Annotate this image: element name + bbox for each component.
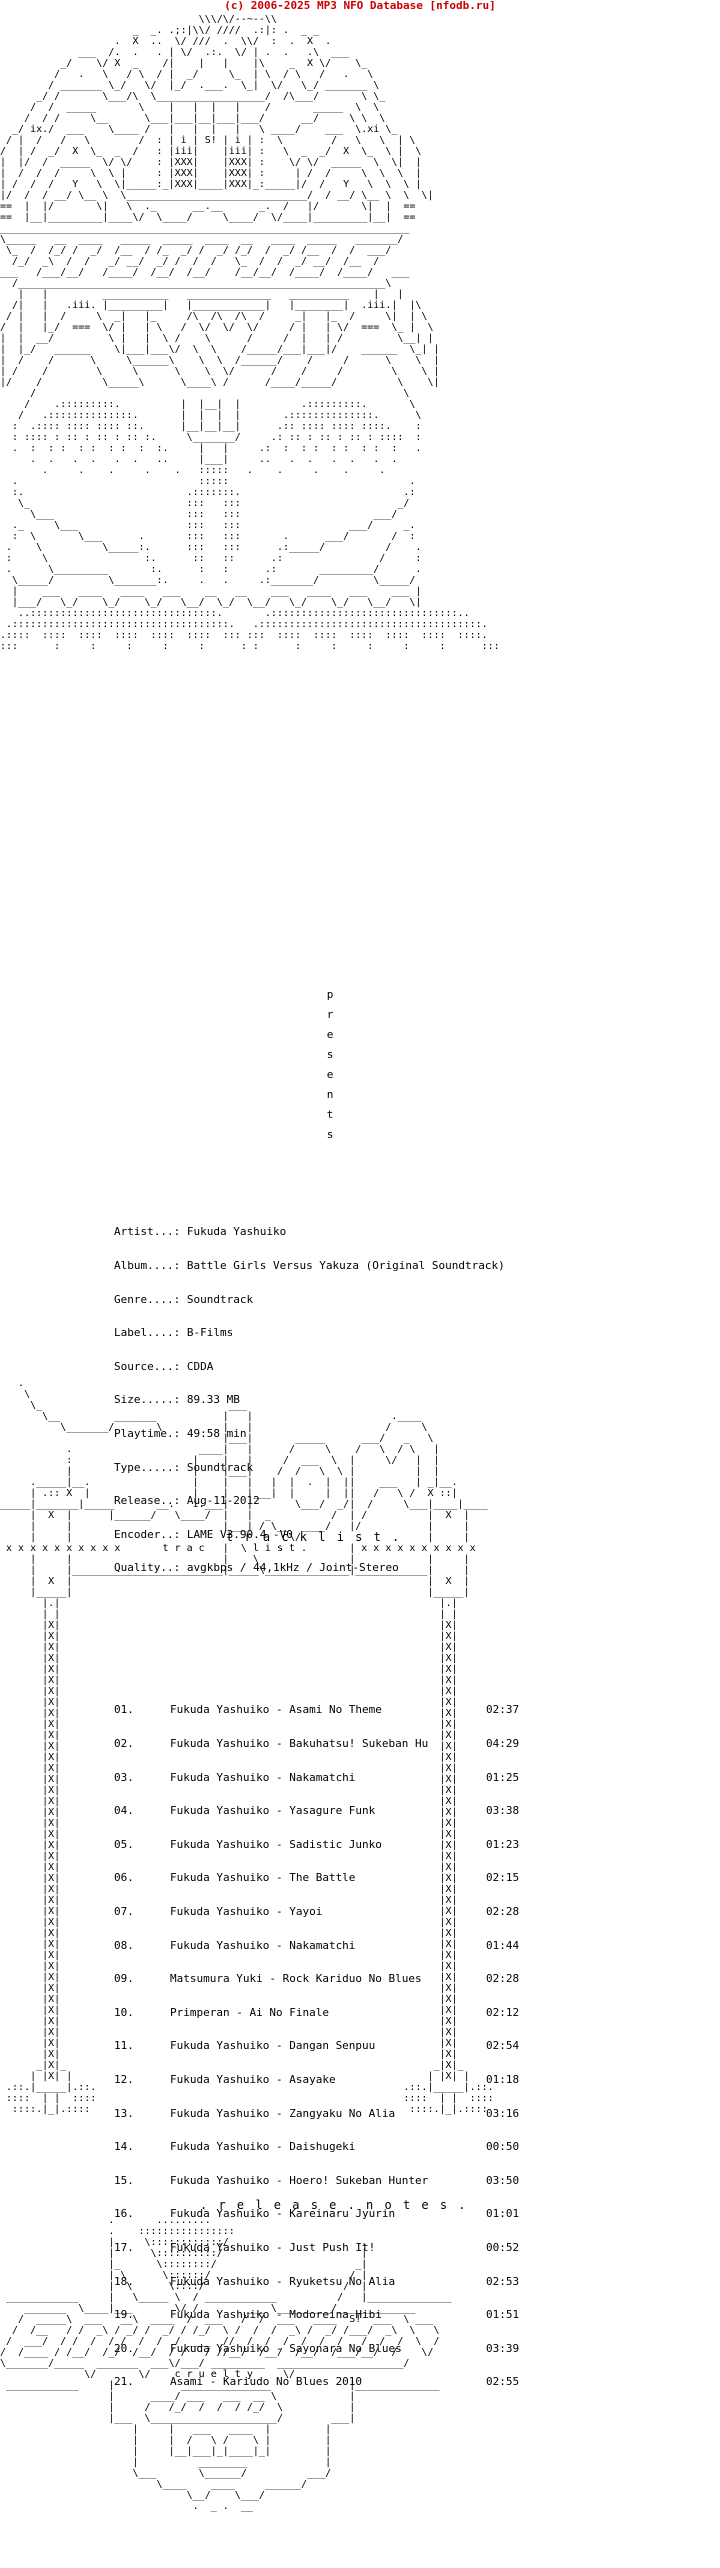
track-row: 09.Matsumura Yuki - Rock Kariduo No Blue…	[114, 1972, 520, 1986]
presents-letter: p	[326, 988, 334, 1001]
presents-letter: s	[326, 1128, 334, 1141]
ascii-art-tracklist-frame: . \ \_ ___ \__ _______ | | .____ \______…	[0, 1378, 494, 2115]
presents-vertical: p r e s e n t s	[325, 985, 335, 1145]
ascii-art-footer: . ......... . :::::::::::::::: | \::::::…	[0, 2215, 452, 2512]
info-row-playtime: Playtime.: 49:58 min	[114, 1426, 247, 1440]
presents-letter: s	[326, 1048, 334, 1061]
presents-letter: e	[326, 1068, 334, 1081]
info-row-encoder: Encoder..: LAME V3.90.4 -V0	[114, 1527, 293, 1541]
track-row: 17.Fukuda Yashuiko - Just Push It!00:52	[114, 2240, 520, 2254]
presents-letter: r	[326, 1008, 334, 1021]
track-row: 15.Fukuda Yashuiko - Hoero! Sukeban Hunt…	[114, 2173, 520, 2187]
info-row-label: Label....: B-Films	[114, 1326, 234, 1340]
info-row-type: Type.....: Soundtrack	[114, 1460, 254, 1474]
track-row: 02.Fukuda Yashuiko - Bakuhatsu! Sukeban …	[114, 1737, 520, 1750]
info-row-album: Album....: Battle Girls Versus Yakuza (O…	[114, 1259, 505, 1272]
presents-letter: t	[326, 1108, 334, 1121]
tracklist-label: t r a c k l i s t .	[226, 1530, 402, 1544]
info-row-artist: Artist...: Fukuda Yashuiko	[114, 1225, 287, 1239]
ascii-art-header: \\\/\/--~--\\ _ _. .;:|\\/ //// .:|: . _…	[0, 14, 500, 652]
info-row-release: Release..: Aug-11-2012	[114, 1494, 260, 1508]
presents-letter: n	[326, 1088, 334, 1101]
info-row-quality: Quality..: avgkbps / 44,1kHz / Joint-Ste…	[114, 1561, 399, 1575]
info-row-source: Source...: CDDA	[114, 1359, 214, 1373]
info-row-size: Size.....: 89.33 MB	[114, 1393, 240, 1407]
release-notes-label: . r e l e a s e . n o t e s .	[200, 2198, 468, 2212]
site-banner: (c) 2006-2025 MP3 NFO Database [nfodb.ru…	[224, 0, 496, 12]
info-row-genre: Genre....: Soundtrack	[114, 1292, 254, 1306]
release-info: Artist...: Fukuda Yashuiko Album....: Ba…	[114, 1204, 505, 1585]
presents-letter: e	[326, 1028, 334, 1041]
